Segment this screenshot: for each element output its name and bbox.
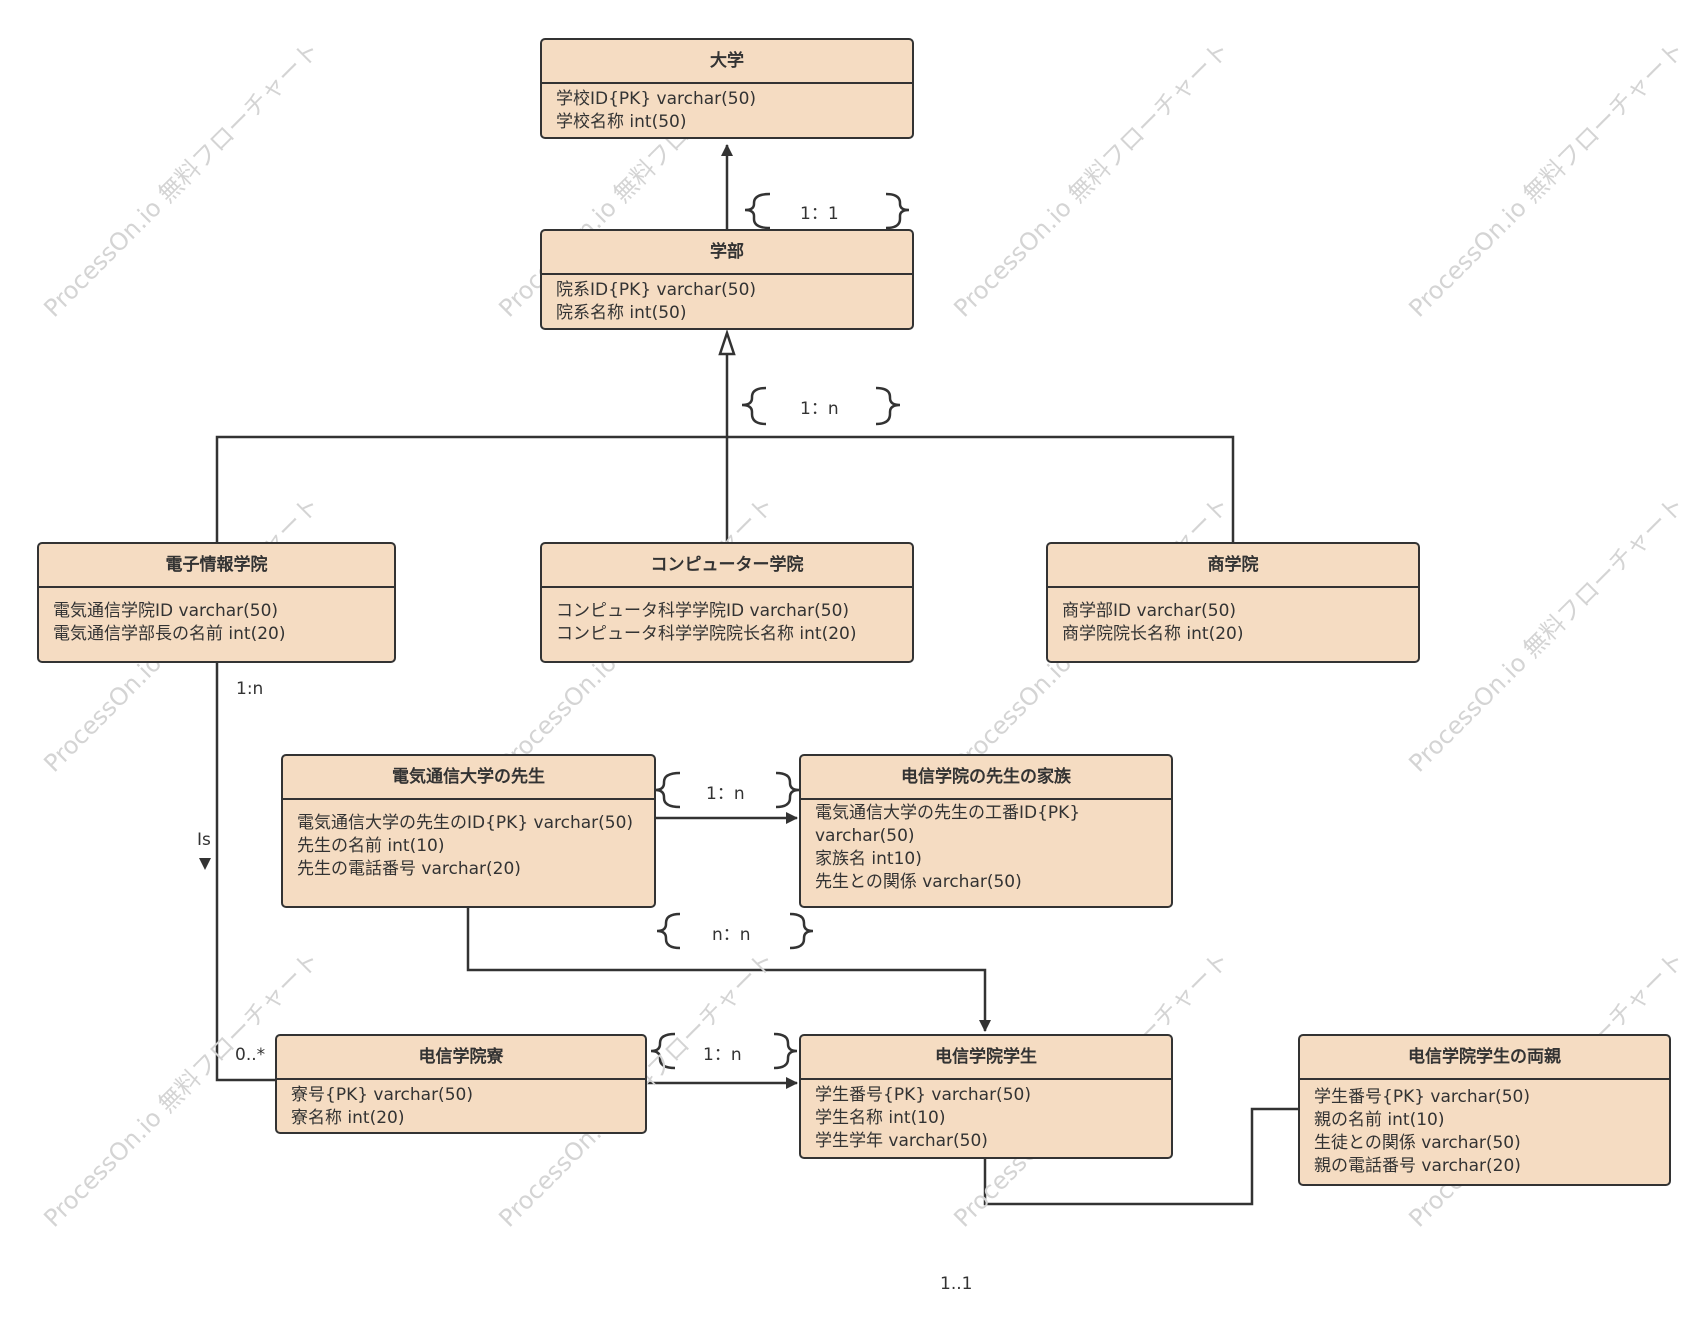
entity-title: コンピューター学院 <box>542 544 912 588</box>
relation-label: 1：1 <box>800 204 839 224</box>
entity-university[interactable]: 大学 学校ID{PK} varchar(50) 学校名称 int(50) <box>540 38 914 139</box>
entity-title: 電子情報学院 <box>39 544 394 588</box>
brace-left-1to1 <box>744 192 771 230</box>
entity-field: コンピュータ科学学院院长名称 int(20) <box>556 624 857 644</box>
entity-field: varchar(50) <box>815 826 915 846</box>
entity-title: 电信学院寮 <box>277 1036 645 1080</box>
multiplicity-label: 1:n <box>236 679 264 699</box>
line-teacher-to-student <box>466 908 991 1032</box>
entity-field: 寮名称 int(20) <box>291 1108 405 1128</box>
entity-field: 先生との関係 varchar(50) <box>815 872 1022 892</box>
entity-title: 電気通信大学の先生 <box>283 756 654 800</box>
entity-field: 電気通信大学の先生の工番ID{PK} <box>815 803 1081 823</box>
entity-field: 学生学年 varchar(50) <box>815 1131 988 1151</box>
entity-field: 先生の名前 int(10) <box>297 836 445 856</box>
entity-title: 大学 <box>542 40 912 84</box>
entity-title: 电信学院学生 <box>801 1036 1171 1080</box>
entity-electronic-info[interactable]: 電子情報学院 電気通信学院ID varchar(50) 電気通信学部長の名前 i… <box>37 542 396 663</box>
entity-field: 学生番号{PK} varchar(50) <box>815 1085 1031 1105</box>
entity-commerce[interactable]: 商学院 商学部ID varchar(50) 商学院院长名称 int(20) <box>1046 542 1420 663</box>
entity-title: 电信学院の先生の家族 <box>801 756 1171 800</box>
entity-field: 学生番号{PK} varchar(50) <box>1314 1087 1530 1107</box>
entity-computer[interactable]: コンピューター学院 コンピュータ科学学院ID varchar(50) コンピュー… <box>540 542 914 663</box>
relation-label: 1：n <box>800 399 839 419</box>
entity-faculty[interactable]: 学部 院系ID{PK} varchar(50) 院系名称 int(50) <box>540 229 914 330</box>
entity-field: 電気通信学院ID varchar(50) <box>53 601 279 621</box>
entity-title: 学部 <box>542 231 912 275</box>
entity-field: 親の名前 int(10) <box>1314 1110 1445 1130</box>
entity-dormitory[interactable]: 电信学院寮 寮号{PK} varchar(50) 寮名称 int(20) <box>275 1034 647 1134</box>
brace-left-dorm-student <box>650 1032 676 1070</box>
multiplicity-label: Is <box>197 830 211 850</box>
brace-right-dorm-student <box>773 1032 798 1070</box>
entity-field: 電気通信学部長の名前 int(20) <box>53 624 286 644</box>
entity-field: 電気通信大学の先生のID{PK} varchar(50) <box>297 813 634 833</box>
entity-field: 学生名称 int(10) <box>815 1108 946 1128</box>
line-electronic-branch <box>215 435 1235 542</box>
brace-left-nton <box>656 912 681 950</box>
entity-parents[interactable]: 电信学院学生の両親 学生番号{PK} varchar(50) 親の名前 int(… <box>1298 1034 1671 1186</box>
line-student-to-parents <box>983 1107 1298 1206</box>
entity-field: 親の電話番号 varchar(20) <box>1314 1156 1521 1176</box>
entity-field: 家族名 int10) <box>815 849 922 869</box>
entity-teacher[interactable]: 電気通信大学の先生 電気通信大学の先生のID{PK} varchar(50) 先… <box>281 754 656 908</box>
line-electronic-to-dorm <box>215 663 275 1082</box>
relation-label: n：n <box>712 925 751 945</box>
brace-left-teacher-family <box>654 771 681 809</box>
is-direction-triangle <box>199 858 211 870</box>
entity-student[interactable]: 电信学院学生 学生番号{PK} varchar(50) 学生名称 int(10)… <box>799 1034 1173 1159</box>
brace-right-1to1 <box>885 192 910 230</box>
entity-field: 院系ID{PK} varchar(50) <box>556 280 757 300</box>
entity-field: 院系名称 int(50) <box>556 303 687 323</box>
brace-right-nton <box>789 912 814 950</box>
relation-label: 1：n <box>706 784 745 804</box>
entity-field: 学校ID{PK} varchar(50) <box>556 89 757 109</box>
entity-field: 先生の電話番号 varchar(20) <box>297 859 521 879</box>
multiplicity-label: 1..1 <box>940 1274 973 1294</box>
entity-title: 商学院 <box>1048 544 1418 588</box>
entity-field: コンピュータ科学学院ID varchar(50) <box>556 601 850 621</box>
hollow-arrow-faculty <box>718 329 736 356</box>
brace-right-1ton <box>875 386 901 426</box>
brace-right-teacher-family <box>775 771 800 809</box>
entity-field: 生徒との関係 varchar(50) <box>1314 1133 1521 1153</box>
entity-field: 学校名称 int(50) <box>556 112 687 132</box>
multiplicity-label: 0..* <box>235 1045 266 1065</box>
entity-field: 商学部ID varchar(50) <box>1062 601 1237 621</box>
entity-field: 商学院院长名称 int(20) <box>1062 624 1244 644</box>
brace-left-1ton <box>741 386 767 426</box>
entity-teacher-family[interactable]: 电信学院の先生の家族 電気通信大学の先生の工番ID{PK} varchar(50… <box>799 754 1173 908</box>
entity-title: 电信学院学生の両親 <box>1300 1036 1669 1080</box>
relation-label: 1：n <box>703 1045 742 1065</box>
entity-field: 寮号{PK} varchar(50) <box>291 1085 473 1105</box>
